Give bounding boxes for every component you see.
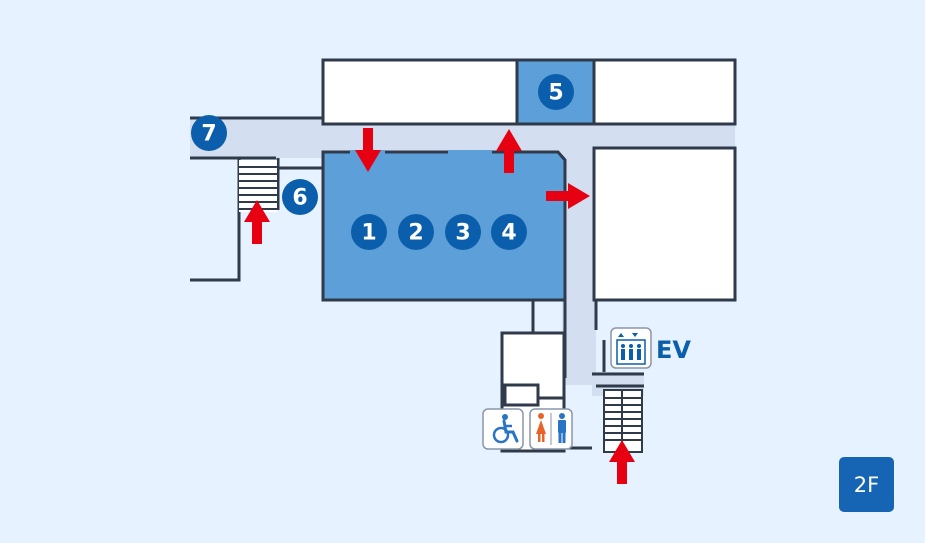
elevator-icon[interactable] [610,327,652,369]
floor-badge[interactable]: 2F [839,457,894,512]
lower-walls [503,300,644,450]
marker-4[interactable]: 4 [491,214,527,250]
marker-7[interactable]: 7 [191,115,227,151]
stairs-right [603,389,643,453]
wheelchair-icon[interactable] [482,408,524,450]
marker-6-label: 6 [292,186,307,211]
marker-3-label: 3 [455,221,470,246]
restroom-icon[interactable] [529,408,573,450]
marker-5-label: 5 [548,81,563,106]
marker-2-label: 2 [408,221,423,246]
marker-4-label: 4 [501,221,516,246]
elevator-label: EV [656,336,691,364]
marker-1-label: 1 [361,221,376,246]
marker-6[interactable]: 6 [282,179,318,215]
marker-1[interactable]: 1 [351,214,387,250]
marker-3[interactable]: 3 [445,214,481,250]
marker-5[interactable]: 5 [538,74,574,110]
main-hall-area[interactable] [321,150,567,302]
room-5-area[interactable] [515,58,596,126]
marker-2[interactable]: 2 [398,214,434,250]
marker-7-label: 7 [201,122,216,147]
